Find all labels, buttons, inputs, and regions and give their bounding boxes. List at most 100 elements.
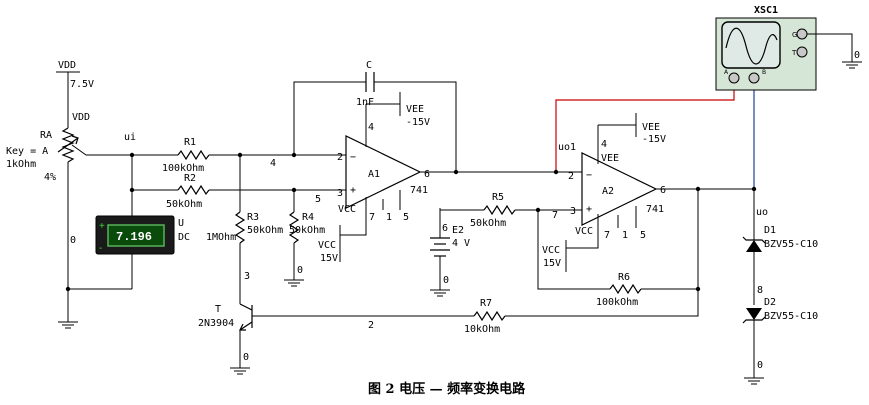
uo-label: uo [756, 207, 768, 218]
a2-vcc-label-2: VCC [542, 245, 560, 256]
a1-pin6: 6 [424, 169, 430, 180]
r2-name: R2 [184, 173, 196, 184]
a2-pin1: 1 [622, 230, 628, 241]
scope-waveform [725, 27, 778, 65]
r6-name: R6 [618, 272, 630, 283]
meter-minus: - [99, 243, 102, 254]
r5-value: 50kOhm [470, 218, 506, 229]
opamp-a1[interactable]: − + 2 3 A1 741 6 4 7 1 5 VEE -15V VCC VC… [318, 92, 556, 264]
a2-pin7: 7 [604, 230, 610, 241]
resistor-r5[interactable]: R5 50kOhm [439, 192, 576, 229]
scope-ground-node: 0 [854, 50, 860, 61]
resistor-r6[interactable]: R6 100kOhm [535, 186, 701, 308]
a1-pin5: 5 [403, 212, 409, 223]
scope-b-label: B [762, 69, 766, 76]
vdd-source: VDD 7.5V [56, 60, 94, 128]
node-0-left: 0 [70, 235, 76, 246]
scope-channel-a-knob[interactable] [728, 72, 740, 84]
r5-name: R5 [492, 192, 504, 203]
voltmeter-u[interactable]: 7.196 + - U DC [65, 215, 190, 292]
a1-pin4: 4 [368, 122, 374, 133]
pot-key: Key = A [6, 146, 48, 157]
scope-screen [721, 21, 781, 69]
vdd-label: VDD [58, 60, 76, 71]
resistor-r2[interactable]: R2 50kOhm [166, 173, 346, 210]
transistor-name: T [215, 304, 221, 315]
potentiometer-arrow [57, 137, 79, 153]
ground-left [58, 289, 78, 329]
uo1-label: uo1 [558, 142, 576, 153]
resistor-r4[interactable]: R4 50kOhm 0 [284, 187, 325, 287]
resistor-r3[interactable]: R3 50kOhm 1MOhm 3 [206, 152, 283, 304]
d1-model: BZV55-C10 [764, 239, 818, 250]
a1-vcc-label-2: VCC [318, 240, 336, 251]
d1-name: D1 [764, 225, 776, 236]
figure-caption: 图 2 电压 — 频率变换电路 [368, 381, 526, 397]
r3-name: R3 [247, 212, 259, 223]
svg-text:−: − [350, 152, 356, 163]
ui-net: ui [86, 132, 178, 216]
r6-value: 100kOhm [596, 297, 638, 308]
a2-pin5: 5 [640, 230, 646, 241]
pot-resistance: 1kOhm [6, 159, 36, 170]
d2-model: BZV55-C10 [764, 311, 818, 322]
resistor-r7[interactable]: R7 10kOhm 2 [258, 289, 699, 335]
oscilloscope-xsc1[interactable]: XSC1 A B G T 0 [715, 5, 862, 91]
a2-vcc-label: VCC [575, 226, 593, 237]
node-7-label: 7 [552, 210, 558, 221]
a2-name: A2 [602, 186, 614, 197]
transistor-model: 2N3904 [198, 318, 234, 329]
meter-reading: 7.196 [116, 230, 152, 244]
node-8-label: 8 [757, 285, 763, 296]
a1-vee-value: -15V [406, 117, 430, 128]
r7-name: R7 [480, 298, 492, 309]
a2-vee-label: VEE [642, 122, 660, 133]
resistor-r1[interactable]: R1 100kOhm [162, 137, 346, 174]
scope-trigger-knob[interactable] [796, 46, 808, 58]
node-0-transistor: 0 [243, 352, 249, 363]
battery-node: 6 [442, 223, 448, 234]
d2-name: D2 [764, 297, 776, 308]
potentiometer-ra[interactable]: RA VDD Key = A 1kOhm 4% 0 [6, 112, 90, 322]
pot-wiper-wire [71, 144, 87, 156]
a2-pin2: 2 [568, 171, 574, 182]
svg-text:+: + [350, 185, 356, 196]
opamp-a2[interactable]: − + 2 3 A2 741 6 4 7 1 5 VEE -15V VEE VC… [542, 113, 754, 272]
diode-d1[interactable]: uo D1 BZV55-C10 8 [742, 80, 818, 305]
ui-label: ui [124, 132, 136, 143]
meter-mode: DC [178, 232, 190, 243]
r7-value: 10kOhm [464, 324, 500, 335]
r1-name: R1 [184, 137, 196, 148]
node-0-diode: 0 [757, 360, 763, 371]
battery-ground-node: 0 [443, 275, 449, 286]
a1-vee-label: VEE [406, 104, 424, 115]
a2-vee-label-2: VEE [601, 153, 619, 164]
pot-name: RA [40, 130, 52, 141]
diode-d2[interactable]: D2 BZV55-C10 0 [742, 297, 818, 385]
scope-g-label: G [792, 31, 797, 39]
meter-name: U [178, 218, 184, 229]
node-3-label: 3 [244, 271, 250, 282]
svg-text:+: + [586, 204, 592, 215]
a2-pin4: 4 [601, 139, 607, 150]
node-0-r4: 0 [297, 265, 303, 276]
potentiometer-arrowhead [71, 135, 79, 145]
r1-value: 100kOhm [162, 163, 204, 174]
scope-channel-b-knob[interactable] [748, 72, 760, 84]
a1-model: 741 [410, 185, 428, 196]
node-5-label: 5 [315, 194, 321, 205]
battery-e2[interactable]: E2 4 V 6 0 [430, 210, 470, 297]
a2-model: 741 [646, 204, 664, 215]
r4-name: R4 [302, 212, 314, 223]
a2-vcc-value: 15V [543, 258, 561, 269]
node-4-label: 4 [270, 158, 276, 169]
r4-value: 50kOhm [289, 225, 325, 236]
capacitor-c[interactable]: C 1nF [291, 60, 457, 172]
a1-pin7: 7 [369, 212, 375, 223]
scope-ground-knob[interactable] [796, 28, 808, 40]
scope-name: XSC1 [754, 5, 778, 16]
vdd-value: 7.5V [70, 79, 94, 90]
node-2-label: 2 [368, 320, 374, 331]
transistor-t[interactable]: T 2N3904 0 [198, 303, 258, 375]
